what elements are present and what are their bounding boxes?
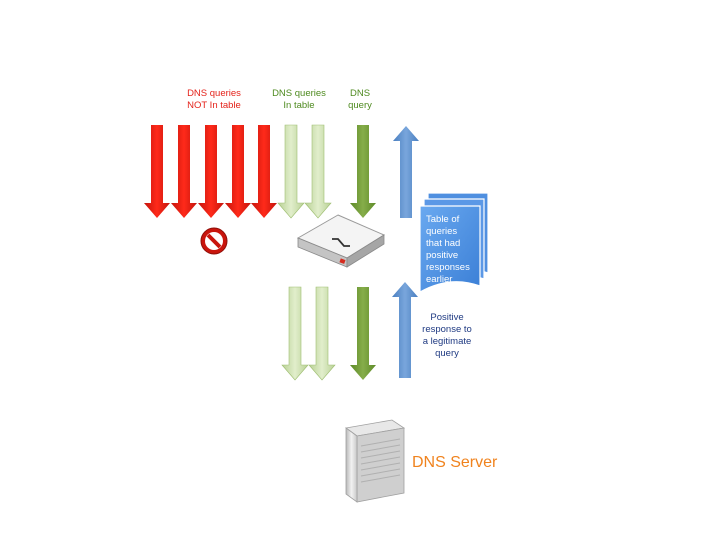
response-label-line-2: response to [422, 324, 472, 335]
table-label-line-5: responses [426, 262, 470, 273]
blocked-query-arrows [144, 125, 277, 218]
allowed-arrow-1 [277, 124, 305, 219]
query-label-line-1: DNS [349, 88, 371, 99]
firewall-appliance-icon [296, 214, 386, 268]
allowed-label-line-1: DNS queries [272, 88, 326, 99]
table-label-line-6: earlier [426, 274, 453, 285]
document-stack-icon [419, 192, 489, 294]
blocked-label-line-2: NOT In table [187, 100, 241, 111]
query-arrow-top [350, 125, 376, 218]
allowed-arrow-4 [308, 286, 336, 381]
table-label-line-3: that had [426, 238, 461, 249]
table-label-line-2: queries [426, 226, 458, 237]
query-table-label: Table of queries that had positive respo… [426, 214, 478, 286]
query-label-line-2: query [348, 100, 372, 111]
blocked-queries-label: DNS queries NOT In table [174, 88, 254, 112]
allowed-query-arrows-top [277, 124, 332, 219]
dns-query-label: DNS query [340, 88, 380, 112]
blocked-arrow-1 [144, 125, 170, 218]
response-arrow-top [393, 126, 419, 218]
blocked-arrow-2 [171, 125, 197, 218]
server-tower-icon [345, 419, 406, 503]
positive-response-label: Positive response to a legitimate query [412, 312, 482, 360]
allowed-query-arrows-bottom [281, 286, 336, 381]
response-arrow-bottom [392, 282, 418, 378]
allowed-arrow-2 [304, 124, 332, 219]
blocked-arrow-3 [198, 125, 224, 218]
dns-server-label: DNS Server [412, 454, 498, 471]
response-label-line-1: Positive [430, 312, 464, 323]
table-label-line-4: positive [426, 250, 459, 261]
response-label-line-3: a legitimate [422, 336, 472, 347]
allowed-arrow-3 [281, 286, 309, 381]
response-label-line-4: query [435, 348, 459, 359]
blocked-arrow-4 [225, 125, 251, 218]
blocked-arrow-5 [251, 125, 277, 218]
no-entry-icon [200, 227, 228, 255]
blocked-label-line-1: DNS queries [187, 88, 241, 99]
table-label-line-1: Table of [426, 214, 460, 225]
allowed-queries-label: DNS queries In table [264, 88, 334, 112]
query-arrow-bottom [350, 287, 376, 380]
allowed-label-line-2: In table [283, 100, 315, 111]
